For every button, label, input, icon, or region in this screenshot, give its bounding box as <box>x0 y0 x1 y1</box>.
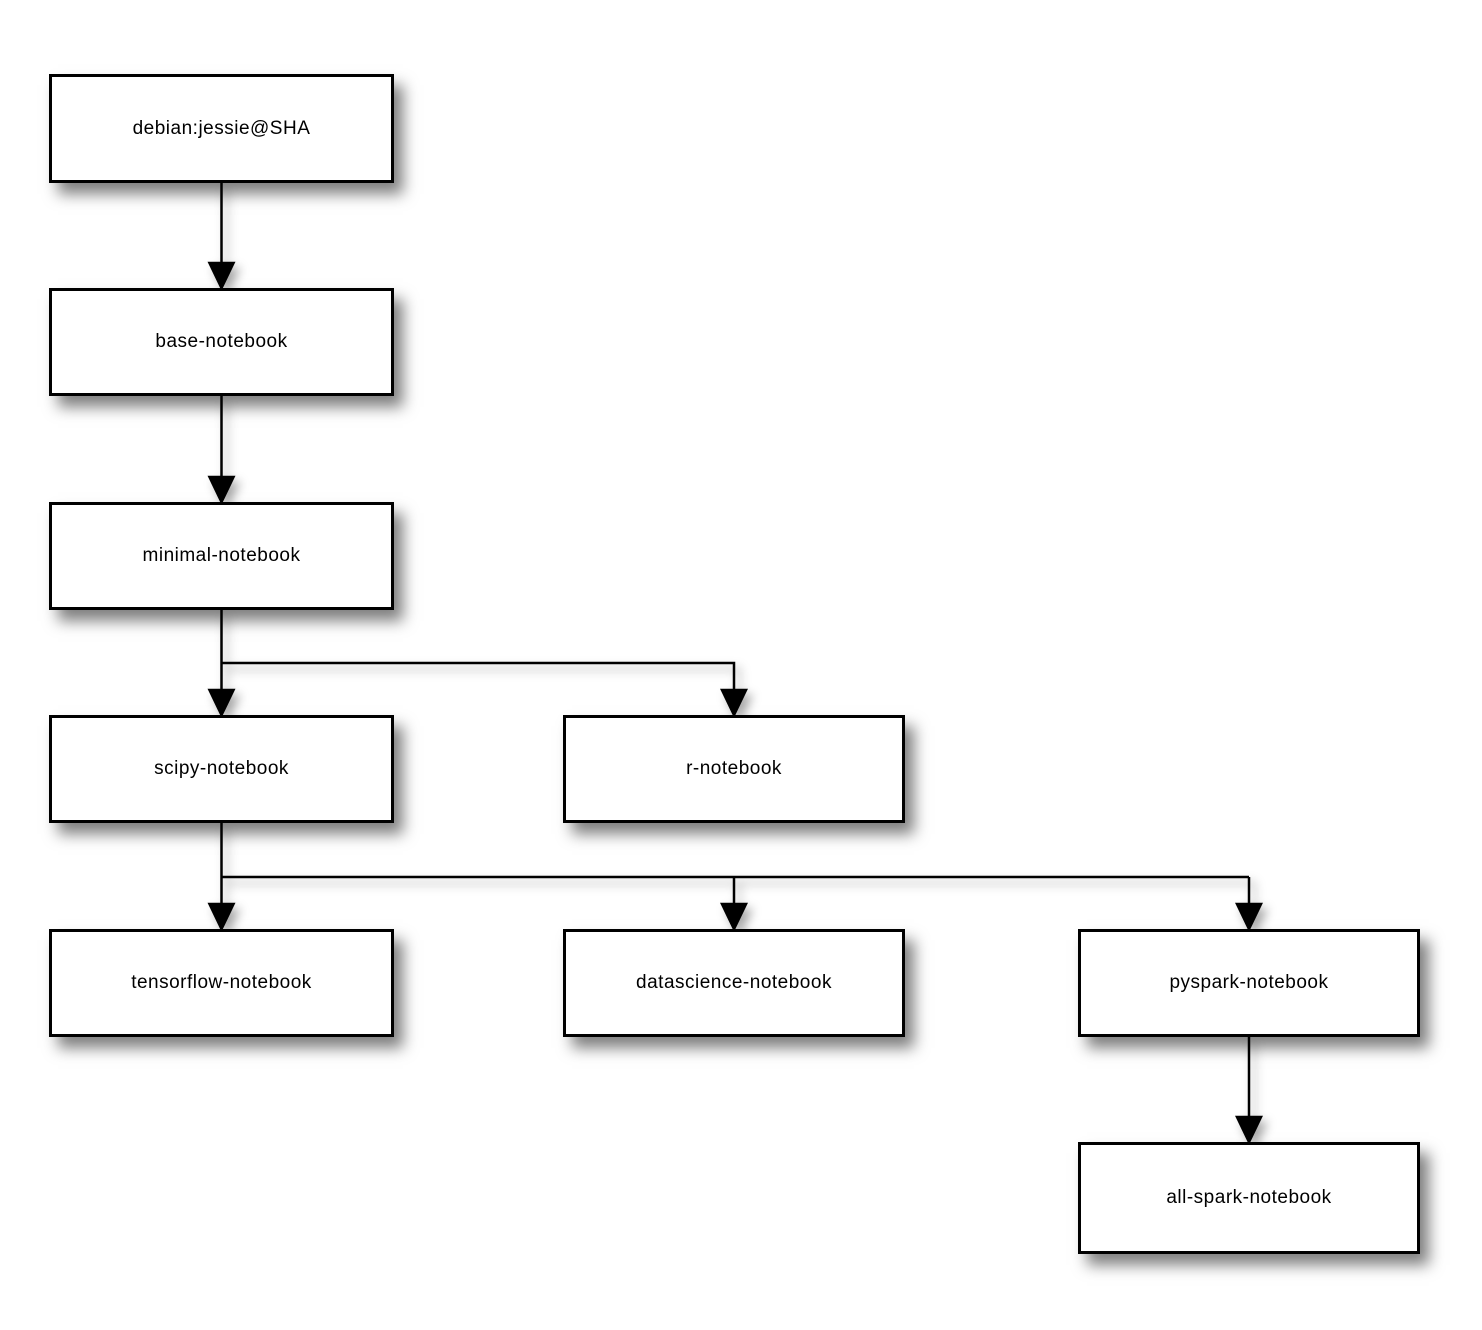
node-label: tensorflow-notebook <box>131 972 312 993</box>
arrowhead-down-icon <box>1235 1115 1263 1145</box>
node-label: pyspark-notebook <box>1169 972 1329 993</box>
arrowhead-down-icon <box>207 902 236 932</box>
edge-scipy-to-children <box>207 823 1263 932</box>
arrowhead-down-icon <box>1235 902 1263 932</box>
node-datascience-notebook: datascience-notebook <box>563 929 905 1037</box>
arrowhead-down-icon <box>720 688 748 718</box>
node-pyspark-notebook: pyspark-notebook <box>1078 929 1420 1037</box>
edge-minimal-to-scipy-and-r <box>207 610 748 718</box>
node-all-spark-notebook: all-spark-notebook <box>1078 1142 1420 1254</box>
node-label: debian:jessie@SHA <box>132 117 311 139</box>
edge-base-to-minimal <box>207 396 236 505</box>
edge-pyspark-to-allspark <box>1235 1037 1263 1145</box>
node-tensorflow-notebook: tensorflow-notebook <box>49 929 394 1037</box>
node-minimal-notebook: minimal-notebook <box>49 502 394 610</box>
edge-debian-to-base <box>207 183 236 291</box>
node-label: r-notebook <box>686 758 782 779</box>
node-base-notebook: base-notebook <box>49 288 394 396</box>
node-scipy-notebook: scipy-notebook <box>49 715 394 823</box>
arrowhead-down-icon <box>207 475 236 505</box>
arrowhead-down-icon <box>207 261 236 291</box>
arrowhead-down-icon <box>720 902 748 932</box>
node-label: all-spark-notebook <box>1166 1187 1332 1208</box>
node-label: scipy-notebook <box>154 758 289 779</box>
node-r-notebook: r-notebook <box>563 715 905 823</box>
node-label: datascience-notebook <box>636 972 832 993</box>
node-debian-jessie-sha: debian:jessie@SHA <box>49 74 394 183</box>
arrowhead-down-icon <box>207 688 236 718</box>
edge-line <box>221 661 736 691</box>
node-label: base-notebook <box>155 331 288 352</box>
node-label: minimal-notebook <box>142 545 301 566</box>
